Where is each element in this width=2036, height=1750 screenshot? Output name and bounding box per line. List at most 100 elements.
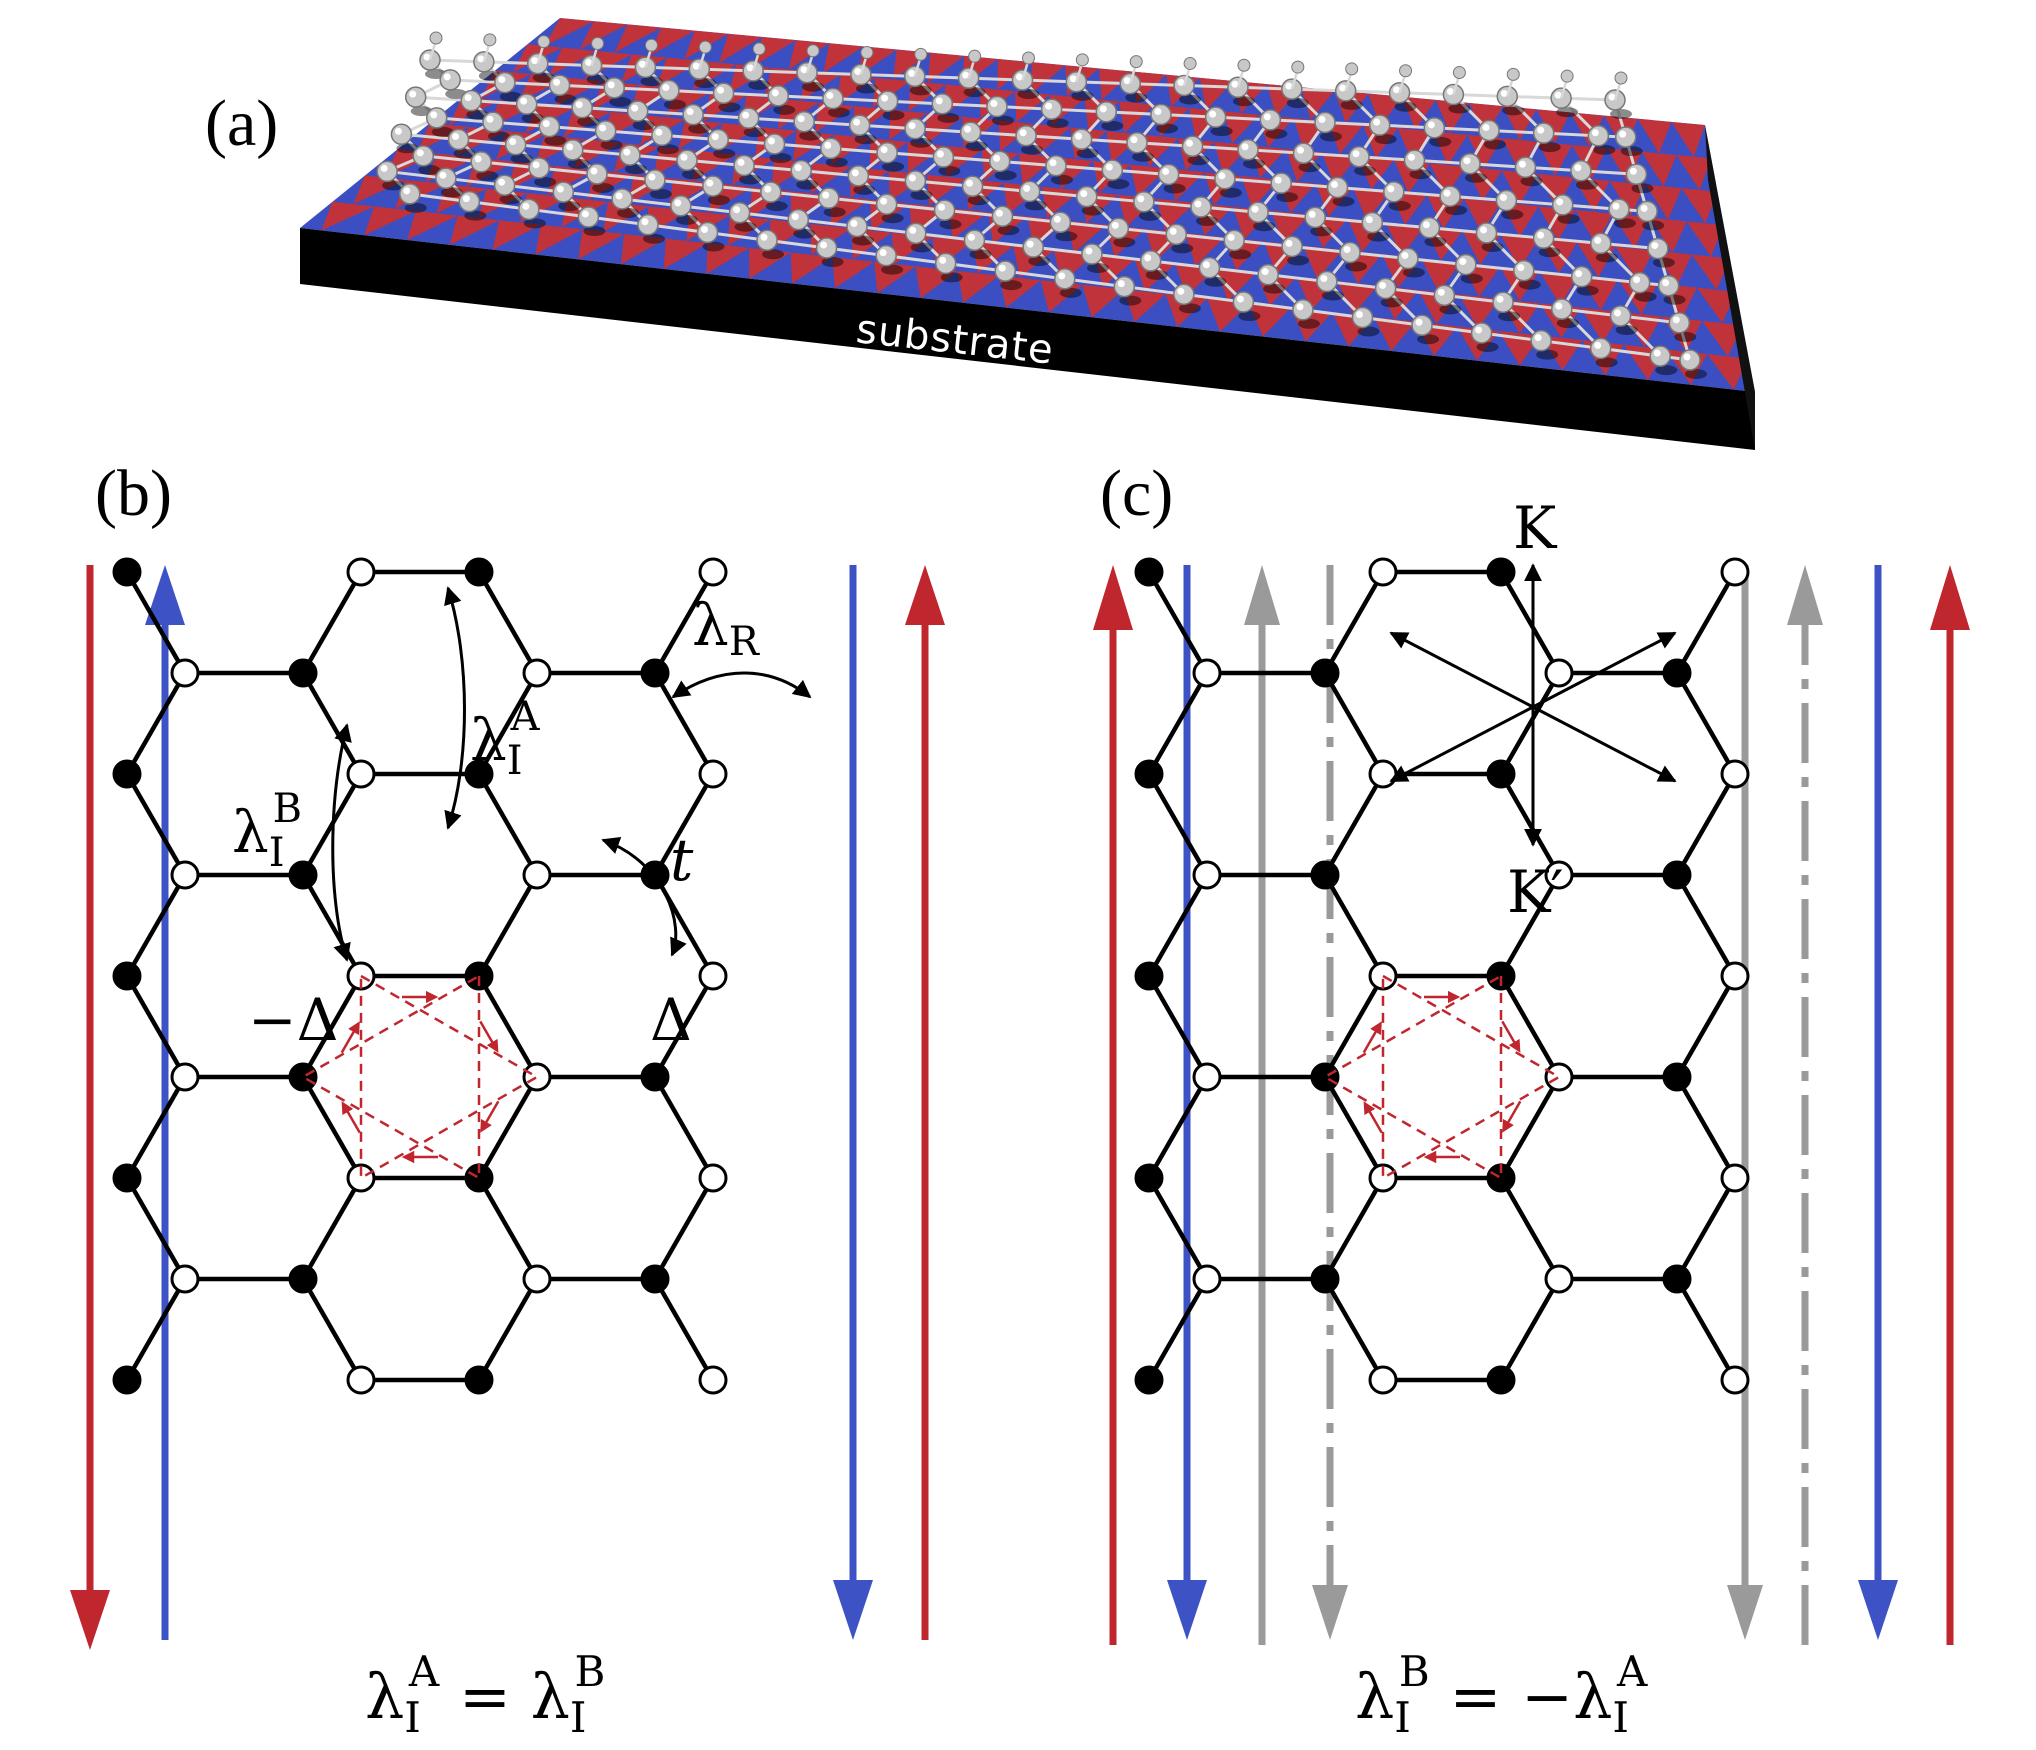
open-site <box>170 1264 200 1294</box>
hydrogen-atom <box>644 38 658 52</box>
atom-highlight <box>462 195 470 203</box>
atom-shadow <box>1498 311 1521 322</box>
bond <box>1499 570 1561 675</box>
atom <box>1411 314 1433 336</box>
substrate-triangle <box>1123 289 1166 323</box>
atom-highlight <box>380 164 388 172</box>
substrate-triangle <box>406 210 458 241</box>
atom-shadow <box>748 79 771 90</box>
atom <box>577 206 600 228</box>
atom-highlight <box>768 137 776 145</box>
substrate-triangle <box>810 162 851 194</box>
atom-shadow <box>1046 118 1069 129</box>
atom-highlight <box>1640 204 1648 212</box>
atom <box>548 74 571 96</box>
edge-arrowhead-blue-left <box>145 565 185 625</box>
atom-shadow <box>825 157 848 168</box>
bond <box>1499 671 1561 776</box>
atom-shadow <box>1024 200 1047 211</box>
honeycomb-lattice-c <box>1134 557 1750 1395</box>
atom <box>562 139 584 161</box>
atom <box>1608 198 1630 221</box>
atom-highlight <box>1045 102 1053 110</box>
open-site <box>1368 557 1398 587</box>
atom <box>876 90 899 112</box>
atom <box>1113 275 1136 298</box>
atom-highlight <box>854 68 862 76</box>
atom-highlight <box>680 153 688 161</box>
substrate-triangle <box>1615 246 1654 282</box>
atom-shadow <box>1017 89 1040 99</box>
atom <box>904 117 926 140</box>
atom <box>846 215 868 238</box>
open-site <box>1544 1062 1574 1092</box>
filled-site <box>288 1062 318 1092</box>
atom <box>651 124 673 147</box>
hydrogen-atom <box>1560 69 1574 83</box>
atom-shadow <box>642 233 665 244</box>
atom-shadow <box>702 241 725 252</box>
atom <box>1374 277 1397 300</box>
atom-highlight <box>585 58 593 66</box>
atom-highlight <box>1614 309 1622 317</box>
atom-highlight <box>1296 303 1304 311</box>
atom-shadow <box>1502 105 1525 116</box>
atom <box>1649 345 1671 367</box>
atom-shadow <box>1576 285 1599 296</box>
atom-highlight <box>1058 272 1066 280</box>
atom-highlight <box>1209 110 1217 118</box>
atom-shadow <box>418 164 441 175</box>
atom-shadow <box>1321 290 1344 301</box>
atom-shadow <box>1276 192 1299 203</box>
atom-highlight <box>1459 258 1467 266</box>
label-K-prime: K′ <box>1507 858 1564 926</box>
atom-shadow <box>1353 165 1376 176</box>
hydrogen-atom <box>914 47 928 61</box>
atom <box>1173 283 1195 306</box>
atom-shadow <box>910 190 933 201</box>
atom-highlight <box>1263 113 1271 121</box>
open-site <box>1368 759 1398 789</box>
atom <box>1383 181 1405 203</box>
hydrogen-atom <box>698 40 712 54</box>
bond <box>1675 570 1737 675</box>
open-site <box>1544 1264 1574 1294</box>
atom-highlight <box>1352 150 1360 158</box>
bond <box>1675 873 1737 978</box>
atom-shadow <box>1086 263 1109 274</box>
atom-shadow <box>1163 183 1186 194</box>
atom-shadow <box>600 139 623 150</box>
open-site <box>170 1062 200 1092</box>
atom-highlight <box>452 132 460 140</box>
molecule-atoms <box>376 31 1707 379</box>
atom-highlight <box>1556 198 1564 206</box>
atom <box>644 169 666 191</box>
atom <box>1040 98 1063 120</box>
panel-c-label: (c) <box>1100 457 1173 530</box>
atom <box>790 159 812 182</box>
atom <box>1214 168 1236 190</box>
atom-highlight <box>1500 89 1508 97</box>
atom-shadow <box>1195 216 1218 227</box>
atom-highlight <box>1653 349 1661 357</box>
atom <box>815 237 838 259</box>
bond <box>477 1277 539 1382</box>
atom-shadow <box>799 130 822 141</box>
atom <box>904 222 927 245</box>
open-site <box>1544 658 1574 688</box>
atom <box>458 190 481 213</box>
bond <box>1675 1075 1737 1180</box>
atom-shadow <box>1620 146 1643 157</box>
atom <box>1045 154 1067 177</box>
atom-shadow <box>853 184 876 195</box>
bond <box>125 1075 187 1180</box>
atom-highlight <box>1422 221 1430 229</box>
atom <box>1636 200 1658 223</box>
substrate-triangle <box>1653 250 1692 286</box>
hydrogen-atom <box>1452 66 1466 80</box>
open-site <box>1192 658 1222 688</box>
atom-shadow <box>1556 107 1579 118</box>
substrate-triangle <box>663 238 708 269</box>
filled-site <box>112 1365 142 1395</box>
atom <box>526 52 549 75</box>
